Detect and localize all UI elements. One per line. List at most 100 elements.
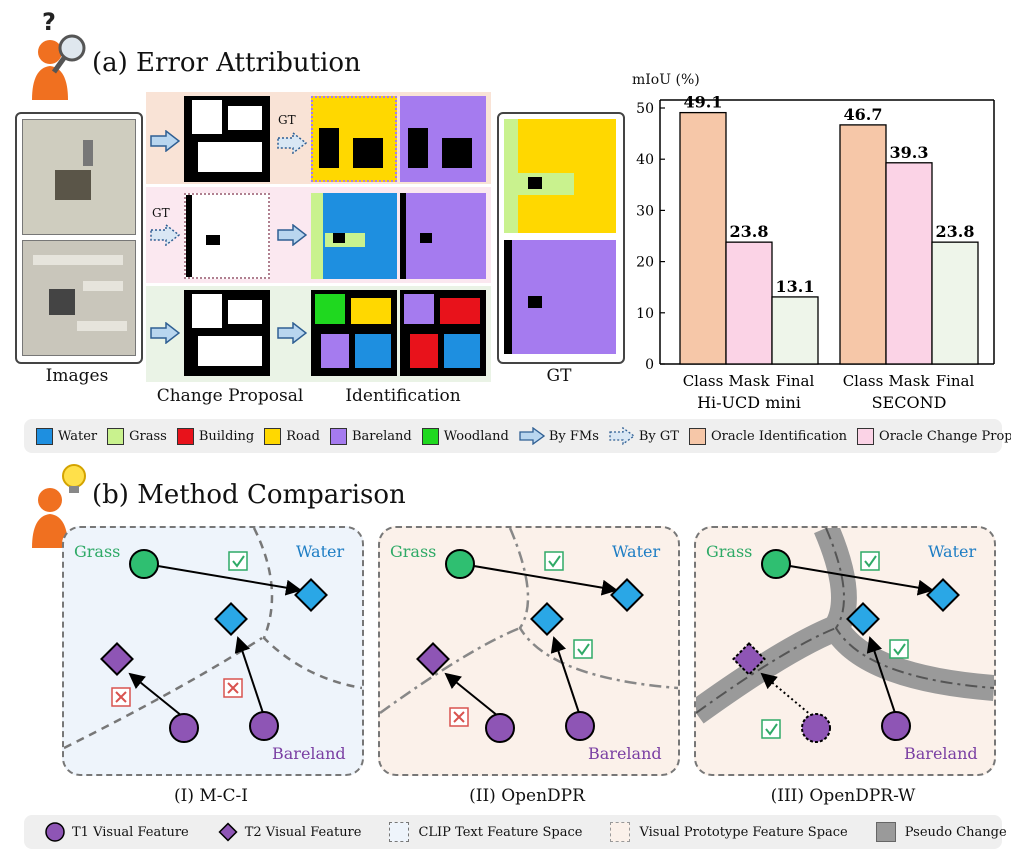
section-b-title: (b) Method Comparison (92, 480, 406, 510)
cross-icon (449, 707, 469, 727)
bar-value-label: 13.1 (776, 277, 815, 296)
caption-identification: Identification (345, 386, 461, 406)
x-category-label: Final (936, 372, 975, 390)
legend-t1-label: T1 Visual Feature (72, 824, 189, 840)
bar-second-class (839, 124, 887, 365)
panel-opendpr-w-bareland-label: Bareland (904, 744, 978, 763)
identification-2-water (311, 193, 397, 279)
panel-opendpr-w-graph (732, 549, 960, 743)
panel-mci-caption: (I) M-C-I (173, 786, 248, 806)
legend-swatch (264, 427, 282, 445)
legend-by-fms: By FMs (519, 427, 599, 445)
gt-map-1 (504, 119, 616, 233)
x-category-label: Mask (888, 372, 930, 390)
water-t2-node-2 (214, 602, 248, 636)
identification-1-road (311, 96, 397, 182)
legend-clip-label: CLIP Text Feature Space (418, 824, 583, 840)
y-tick-label: 0 (645, 357, 654, 373)
legend-swatch (36, 427, 53, 445)
legend-proto-label: Visual Prototype Feature Space (639, 824, 848, 840)
bareland-t1-node-2 (881, 711, 911, 741)
panel-opendpr-caption: (II) OpenDPR (469, 786, 585, 806)
legend-item-building: Building (176, 427, 254, 445)
water-t2-node-2 (846, 602, 880, 636)
x-category-label: Class (683, 372, 724, 390)
legend-oracle-change-label: Oracle Change Proposal (879, 428, 1011, 444)
legend-oracle-ident: Oracle Identification (688, 427, 848, 445)
water-t2-node-2 (530, 602, 564, 636)
water-t2-node (294, 578, 328, 612)
legend-t2-label: T2 Visual Feature (244, 824, 362, 840)
y-tick-label: 30 (636, 203, 654, 219)
bareland-t1-node-2 (565, 711, 595, 741)
bareland-t1-node (169, 713, 199, 743)
x-category-label: Final (776, 372, 815, 390)
gt-tag-2: GT (152, 206, 170, 220)
legend-proto: Visual Prototype Feature Space (610, 822, 848, 842)
legend-label: Bareland (351, 428, 412, 444)
legend-oracle-ident-label: Oracle Identification (710, 428, 848, 444)
group-label: Hi-UCD mini (697, 393, 801, 412)
arrow-by-fms-icon-3 (150, 322, 180, 344)
panel-mci-graph (100, 549, 328, 743)
legend-swatch (176, 427, 194, 445)
diamond-icon (218, 822, 238, 842)
arrow-dotted-icon (609, 427, 635, 445)
circle-icon (45, 822, 65, 842)
legend-swatch (421, 427, 439, 445)
arrow-solid-icon (519, 427, 545, 445)
y-tick-label: 50 (636, 101, 654, 117)
panel-opendpr-bareland-label: Bareland (588, 744, 662, 763)
legend-by-fms-label: By FMs (548, 428, 599, 444)
change-mask-3 (184, 290, 270, 376)
change-mask-2 (184, 193, 270, 279)
arrow-by-gt-icon-2 (150, 224, 180, 246)
bar-hi-ucd-mini-class (679, 111, 727, 365)
bareland-t2-node (732, 642, 766, 676)
check-icon (228, 551, 248, 571)
x-category-label: Mask (728, 372, 770, 390)
identification-2-bareland (400, 193, 486, 279)
y-tick-label: 40 (636, 152, 654, 168)
caption-change-proposal: Change Proposal (156, 386, 304, 406)
check-icon-2 (889, 639, 909, 659)
grass-t1-node (129, 549, 159, 579)
bar-value-label: 23.8 (936, 222, 975, 241)
satellite-image-t1 (22, 119, 136, 235)
bar-value-label: 46.7 (844, 105, 883, 124)
legend-label: Grass (129, 428, 167, 444)
panel-opendpr-w-water-label: Water (928, 542, 977, 561)
panel-opendpr-w-caption: (III) OpenDPR-W (770, 786, 916, 806)
arrow-by-gt-icon (277, 132, 307, 154)
y-tick-label: 10 (636, 306, 654, 322)
panel-mci-water-label: Water (296, 542, 345, 561)
grass-t1-node (445, 549, 475, 579)
water-t2-node (610, 578, 644, 612)
legend-by-gt-label: By GT (638, 428, 679, 444)
panel-opendpr-water-label: Water (612, 542, 661, 561)
group-label: SECOND (872, 393, 947, 412)
caption-gt: GT (546, 366, 572, 386)
legend-label: Woodland (443, 428, 509, 444)
legend-swatch (329, 427, 347, 445)
gt-frame (497, 112, 625, 364)
caption-images: Images (45, 366, 109, 386)
chart-ylabel: mIoU (%) (632, 72, 700, 88)
legend-swatch (107, 427, 125, 445)
bar-hi-ucd-mini-final (771, 296, 819, 365)
legend-label: Road (286, 428, 320, 444)
legend-pseudo: Pseudo Change Region (875, 822, 1011, 842)
bar-value-label: 39.3 (890, 143, 929, 162)
arrow-by-fms-icon-2 (277, 224, 307, 246)
grass-t1-node (761, 549, 791, 579)
legend-item-bareland: Bareland (329, 427, 412, 445)
check-icon-2 (573, 639, 593, 659)
legend-label: Water (58, 428, 98, 444)
bareland-t1-node (801, 713, 831, 743)
legend-t1: T1 Visual Feature (44, 821, 189, 843)
person-magnifier-icon: ? (32, 8, 86, 100)
arrow-by-fms-icon-4 (277, 322, 307, 344)
bareland-t1-node-2 (249, 711, 279, 741)
panel-opendpr-graph (416, 549, 644, 743)
bar-second-final (931, 241, 979, 365)
